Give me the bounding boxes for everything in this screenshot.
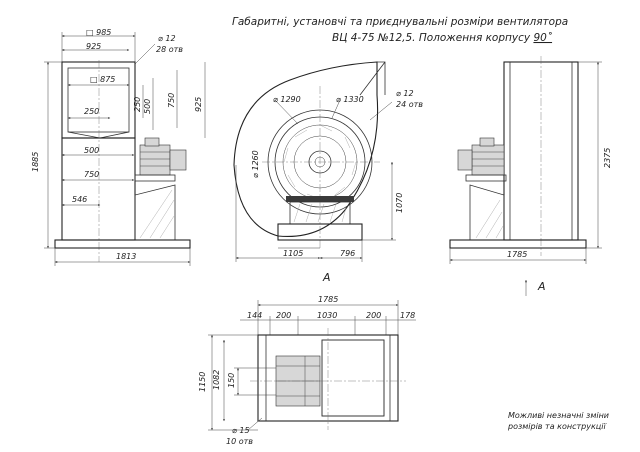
note-line-2: розмірів та конструкції (507, 422, 607, 431)
dim-250-vertical: 250 (133, 97, 142, 112)
dim-d1330: ⌀ 1330 (336, 95, 364, 104)
dim-1105: 1105 (283, 249, 303, 258)
drawing-note: Можливі незначні зміни розмірів та конст… (507, 411, 609, 431)
dim-875: □ 875 (90, 75, 115, 84)
dim-250: 250 (84, 107, 99, 116)
dim-1785-plan: 1785 (318, 295, 338, 304)
dim-1813: 1813 (116, 252, 136, 261)
dim-925-vertical: 925 (194, 97, 203, 112)
motor-rear (457, 137, 507, 182)
dim-796: 796 (340, 249, 355, 258)
dim-500: 500 (84, 146, 99, 155)
dim-1785-rear: 1785 (507, 250, 527, 259)
dim-1082: 1082 (212, 370, 221, 390)
dim-2375: 2375 (603, 148, 612, 168)
dim-985: □ 985 (86, 28, 111, 37)
side-view: ⌀ 1290 ⌀ 1330 ⌀ 12 24 отв ⌀ 1260 1070 11… (233, 61, 423, 284)
hole-count-front: 28 отв (156, 45, 183, 54)
dim-d1260: ⌀ 1260 (251, 150, 260, 178)
hole-diameter-plan: ⌀ 15 (232, 426, 250, 435)
dim-750-vertical: 750 (167, 93, 176, 108)
dim-546: 546 (72, 195, 87, 204)
hole-diameter-front: ⌀ 12 (158, 34, 176, 43)
title-line-2: ВЦ 4-75 №12,5. Положення корпусу 90˚ (332, 32, 553, 44)
dim-200-left: 200 (276, 311, 291, 320)
plan-view: 1785 144 200 1030 200 178 1150 1082 150 (198, 295, 416, 446)
dim-d1290: ⌀ 1290 (273, 95, 301, 104)
hole-count-side: 24 отв (396, 100, 423, 109)
dim-1030: 1030 (317, 311, 337, 320)
dim-500-vertical: 500 (143, 99, 152, 114)
dim-1150: 1150 (198, 372, 207, 392)
dim-150: 150 (227, 373, 236, 388)
dim-1885: 1885 (31, 152, 40, 172)
dim-925: 925 (86, 42, 101, 51)
rear-view: 2375 1785 A (449, 56, 612, 296)
dim-750: 750 (84, 170, 99, 179)
motor-front (134, 137, 187, 182)
dim-144: 144 (247, 311, 262, 320)
dim-1070: 1070 (395, 193, 404, 213)
hole-diameter-side: ⌀ 12 (396, 89, 414, 98)
dim-178: 178 (400, 311, 415, 320)
drawing-title: Габаритні, установчі та приєднувальні ро… (232, 16, 568, 44)
dim-200-right: 200 (366, 311, 381, 320)
note-line-1: Можливі незначні зміни (508, 411, 609, 420)
title-line-1: Габаритні, установчі та приєднувальні ро… (232, 16, 568, 28)
arrow-label-a: A (537, 280, 546, 293)
view-label-a: A (322, 271, 331, 284)
hole-count-plan: 10 отв (226, 437, 253, 446)
front-view: □ 985 925 ⌀ 12 28 отв □ 875 250 250 500 … (31, 28, 206, 266)
